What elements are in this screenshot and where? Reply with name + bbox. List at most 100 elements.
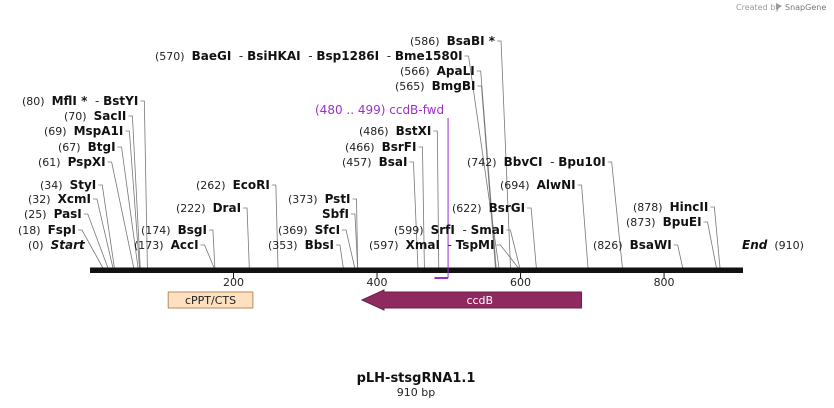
site-position: (597) [369,239,399,252]
site-bsabi[interactable]: (586) BsaBI * [410,34,496,48]
leader-line-btgi [117,146,139,269]
site-label: End (910) [742,238,804,252]
spacer [767,239,774,252]
site-xmai[interactable]: (597) XmaI - TspMI [369,238,494,252]
site-position: (910) [774,239,804,252]
spacer [372,156,379,169]
site-styi[interactable]: (34) StyI [40,178,96,192]
site-alwni[interactable]: (694) AlwNI [500,178,576,192]
spacer [530,179,537,192]
site-btgi[interactable]: (67) BtgI [58,140,116,154]
leader-line-bbsi [335,244,344,269]
leader-line-mfli [140,100,148,269]
site-mfli[interactable]: (80) MflI * - BstYI [22,94,138,108]
site-bsrfi[interactable]: (466) BsrFI [345,140,416,154]
site-label: (466) BsrFI [345,140,416,154]
enzyme-name: SacII [94,109,127,123]
site-sfci[interactable]: (369) SfcI [278,223,340,237]
site-label: (566) ApaLI [400,64,475,78]
site-psti[interactable]: (373) PstI [288,192,351,206]
enzyme-name: BsaWI [630,238,672,252]
dna-backbone[interactable] [90,268,743,273]
spacer [63,179,70,192]
site-label: (586) BsaBI * [410,34,496,48]
site-position: (694) [500,179,530,192]
site-position: (61) [38,156,61,169]
site-position: (353) [268,239,298,252]
site-fspi[interactable]: (18) FspI [18,223,76,237]
site-label: (67) BtgI [58,140,116,154]
site-label: (570) BaeGI - BsiHKAI - Bsp1286I - Bme15… [155,49,463,63]
site-position: (369) [278,224,308,237]
site-end[interactable]: End (910) [742,238,804,252]
site-bbsi[interactable]: (353) BbsI [268,238,334,252]
site-ecori[interactable]: (262) EcoRI [196,178,270,192]
leader-line-bpuei [703,221,717,269]
leader-line-drai [243,207,250,269]
site-srfi[interactable]: (599) SrfI - SmaI [394,223,504,237]
axis-tick-label: 200 [223,276,244,289]
enzyme-separator: - [440,238,456,252]
enzyme-name: BsiHKAI [247,49,301,63]
site-baegi[interactable]: (570) BaeGI - BsiHKAI - Bsp1286I - Bme15… [155,49,463,63]
feature-label: cPPT/CTS [185,294,236,307]
spacer [41,224,48,237]
spacer [497,156,504,169]
site-pspxi[interactable]: (61) PspXI [38,155,106,169]
site-position: (69) [44,125,67,138]
feature-ccdb[interactable]: ccdB [360,289,583,311]
spacer [308,224,315,237]
spacer [185,50,192,63]
site-bsrgi[interactable]: (622) BsrGI [452,201,525,215]
site-label: (878) HincII [633,200,708,214]
site-bmgbi[interactable]: (565) BmgBI [395,79,475,93]
spacer [47,208,54,221]
leader-line-sacii [128,115,141,269]
site-start[interactable]: (0) Start [28,238,86,252]
site-label: (70) SacII [64,109,126,123]
restriction-site-labels: (0) Start(18) FspI (25) PasI(32) XcmI(34)… [18,34,804,252]
site-position: (174) [141,224,171,237]
site-label: SbfI [322,207,349,221]
leader-line-bstxi [433,130,440,269]
enzyme-separator: - [542,155,558,169]
site-mspa1i[interactable]: (69) MspA1I [44,124,123,138]
site-drai[interactable]: (222) DraI [176,201,241,215]
site-acci[interactable]: (173) AccI [134,238,199,252]
feature-cppt-cts[interactable]: cPPT/CTS [167,291,254,309]
site-position: (599) [394,224,424,237]
site-hincii[interactable]: (878) HincII [633,200,708,214]
leader-line-acci [200,244,215,269]
spacer [45,95,52,108]
spacer [226,179,233,192]
site-label: (597) XmaI - TspMI [369,238,494,252]
spacer [206,202,213,215]
site-sacii[interactable]: (70) SacII [64,109,126,123]
enzyme-name: BmgBI [432,79,476,93]
enzyme-name: BtgI [88,140,116,154]
leader-line-psti [352,198,359,269]
enzyme-name: DraI [213,201,241,215]
site-bstxi[interactable]: (486) BstXI [359,124,431,138]
spacer [389,125,396,138]
site-bbvci[interactable]: (742) BbvCI - Bpu10I [467,155,606,169]
site-position: (25) [24,208,47,221]
site-bsai[interactable]: (457) BsaI [342,155,407,169]
site-bsawi[interactable]: (826) BsaWI [593,238,672,252]
site-xcmi[interactable]: (32) XcmI [28,192,91,206]
enzyme-separator: - [301,49,317,63]
primer-ccdB-fwd[interactable]: (480 .. 499) ccdB-fwd [315,103,449,279]
spacer [375,141,382,154]
site-apali[interactable]: (566) ApaLI [400,64,475,78]
site-position: (373) [288,193,318,206]
enzyme-name: XcmI [58,192,91,206]
leader-line-bsabi [497,40,511,269]
site-pasi[interactable]: (25) PasI [24,207,82,221]
site-bsgi[interactable]: (174) BsgI [141,223,207,237]
site-label: (369) SfcI [278,223,340,237]
site-bpuei[interactable]: (873) BpuEI [626,215,702,229]
site-sbfi[interactable]: SbfI [322,207,349,221]
site-label: (486) BstXI [359,124,431,138]
site-position: (18) [18,224,41,237]
site-position: (173) [134,239,164,252]
